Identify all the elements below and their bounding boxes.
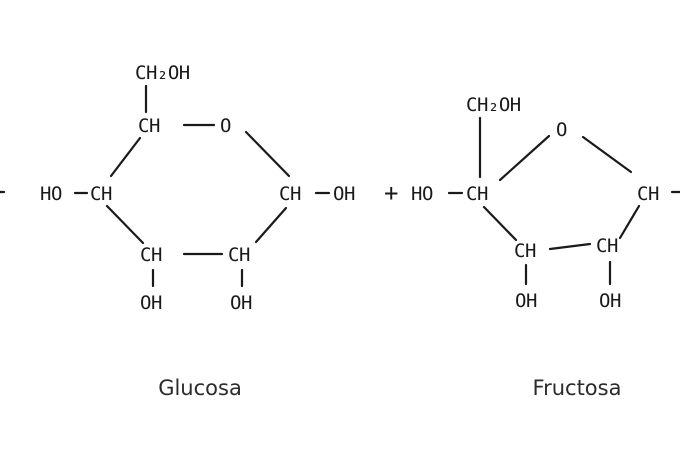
glucose-c4-group-label: HO (40, 183, 62, 205)
fructose-c4-group-label: OH (599, 290, 621, 312)
glucose-ring-oxygen-label: O (220, 115, 231, 137)
fructose-c3-group-label: OH (515, 290, 537, 312)
glucose-bond-c1-c2 (254, 206, 288, 244)
fructose-c3-label: CH (514, 240, 536, 262)
fructose-bond-c3-c4 (548, 242, 592, 251)
fructose-bond-c2-o (498, 134, 551, 182)
glucose-bond-c5-c4 (109, 136, 142, 178)
fructose-c2-label: CH (466, 183, 488, 205)
glucose-structure: CH₂OH CH O HO CH CH OH CH CH OH OH (40, 62, 355, 314)
glucose-c4-label: CH (90, 183, 112, 205)
glucose-c1-label: CH (279, 183, 301, 205)
fructose-structure: CH₂OH O HO CH CH CH CH OH OH (411, 94, 680, 312)
glucose-c3-label: CH (140, 244, 162, 266)
fructose-c2-group-label: HO (411, 183, 433, 205)
glucose-c2-label: CH (228, 244, 250, 266)
fructose-c5-label: CH (637, 183, 659, 205)
fructose-ch2oh-label: CH₂OH (466, 94, 521, 116)
fructose-bond-o-c5 (581, 135, 633, 174)
fructose-bond-c2-c3 (482, 205, 518, 242)
plus-sign: + (384, 179, 398, 207)
glucose-c3-group-label: OH (140, 292, 162, 314)
glucose-bond-c4-c3 (105, 204, 145, 245)
fructose-bond-c5-c4 (618, 204, 641, 240)
fructose-c4-label: CH (596, 235, 618, 257)
glucose-c5-label: CH (138, 115, 160, 137)
glucose-c2-group-label: OH (230, 292, 252, 314)
glucose-c1-group-label: OH (333, 183, 355, 205)
glucose-caption: Glucosa (158, 376, 242, 400)
glucose-ch2oh-label: CH₂OH (135, 62, 190, 84)
fructose-caption: Fructosa (533, 376, 622, 400)
glucose-bond-o-c1 (244, 130, 291, 178)
fructose-ring-oxygen-label: O (556, 119, 567, 141)
